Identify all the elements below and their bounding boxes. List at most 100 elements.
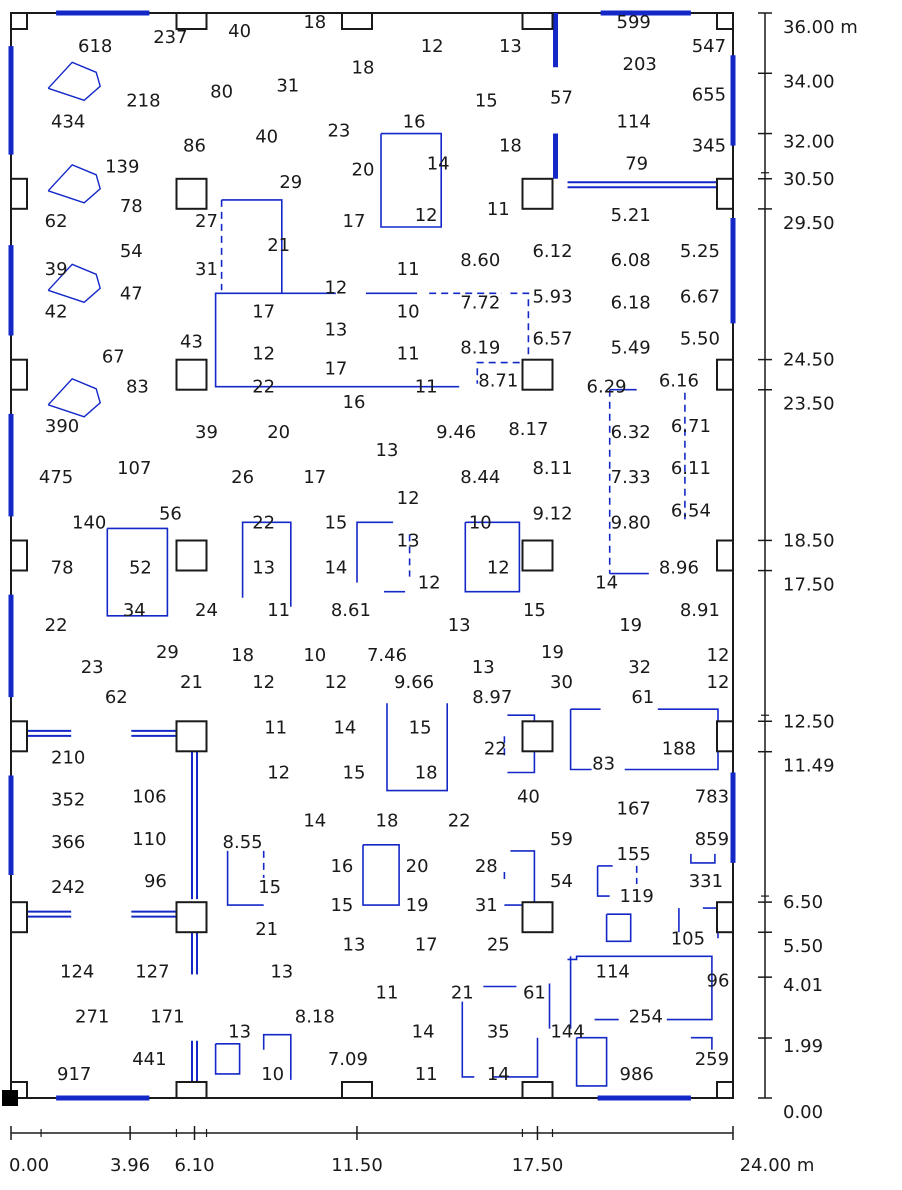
value-label: 6.16 [659, 371, 699, 392]
value-label: 61 [631, 687, 654, 708]
column-square [716, 177, 734, 210]
column-square [521, 177, 554, 210]
value-label: 11 [397, 259, 420, 280]
value-label: 917 [57, 1064, 91, 1085]
value-label: 39 [45, 259, 68, 280]
value-label: 218 [126, 90, 160, 111]
value-label: 29 [156, 642, 179, 663]
value-label: 13 [499, 36, 522, 57]
value-label: 5.21 [611, 205, 651, 226]
value-label: 27 [195, 211, 218, 232]
partition-line [380, 132, 443, 228]
value-label: 140 [72, 512, 106, 533]
value-label: 12 [707, 672, 730, 693]
partition-line [386, 703, 449, 792]
value-label: 441 [132, 1049, 166, 1070]
value-label: 106 [132, 787, 166, 808]
value-label: 16 [343, 392, 366, 413]
value-label: 242 [51, 877, 85, 898]
value-label: 366 [51, 832, 85, 853]
y-axis-dimension-line: 36.00 m34.0032.0030.5029.5024.5023.5018.… [758, 12, 858, 1123]
value-label: 6.08 [611, 250, 651, 271]
value-label: 62 [105, 687, 128, 708]
value-label: 210 [51, 747, 85, 768]
value-label: 8.11 [532, 458, 572, 479]
value-label: 40 [228, 21, 251, 42]
value-label: 8.91 [680, 600, 720, 621]
value-label: 167 [617, 799, 651, 820]
value-label: 11 [376, 983, 399, 1004]
walls-layer [8, 10, 736, 1101]
value-label: 254 [629, 1007, 663, 1028]
value-label: 237 [153, 27, 187, 48]
column-square [521, 358, 554, 391]
value-label: 18 [499, 136, 522, 157]
value-label: 14 [303, 811, 326, 832]
value-label: 5.93 [532, 286, 572, 307]
value-label: 352 [51, 790, 85, 811]
value-label: 22 [45, 615, 68, 636]
value-label: 18 [231, 645, 254, 666]
value-label: 15 [258, 877, 281, 898]
value-label: 107 [117, 458, 151, 479]
value-label: 31 [475, 895, 498, 916]
y-axis-tick-label: 32.00 [783, 132, 835, 153]
value-label: 345 [692, 136, 726, 157]
column-square [175, 720, 208, 753]
y-axis-tick-label: 4.01 [783, 975, 823, 996]
value-label: 8.19 [460, 338, 500, 359]
value-label: 21 [451, 983, 474, 1004]
y-axis-tick-label: 30.50 [783, 169, 835, 190]
loops-layer [47, 61, 101, 418]
value-label: 42 [45, 301, 68, 322]
value-label: 61 [523, 983, 546, 1004]
value-label: 114 [596, 961, 630, 982]
partition-line [262, 1033, 292, 1080]
value-label: 8.96 [659, 558, 699, 579]
column-square [341, 1081, 373, 1099]
value-label: 78 [120, 196, 143, 217]
value-label: 11 [415, 1064, 438, 1085]
partition-line [464, 521, 521, 593]
value-label: 80 [210, 81, 233, 102]
value-label: 78 [51, 558, 74, 579]
value-label: 8.60 [460, 250, 500, 271]
column-square [10, 901, 28, 934]
value-label: 96 [707, 971, 730, 992]
value-label: 127 [135, 961, 169, 982]
value-label: 22 [484, 738, 507, 759]
value-label: 26 [231, 467, 254, 488]
value-label: 31 [276, 75, 299, 96]
value-label: 17 [415, 934, 438, 955]
partition-line [461, 1001, 475, 1078]
value-label: 12 [324, 277, 347, 298]
value-label: 7.46 [367, 645, 407, 666]
value-label: 15 [343, 763, 366, 784]
value-label: 11 [487, 199, 510, 220]
value-label: 110 [132, 829, 166, 850]
partition-line [567, 955, 713, 1021]
value-label: 783 [695, 787, 729, 808]
column-square [175, 539, 208, 572]
y-axis-tick-label: 6.50 [783, 892, 823, 913]
value-label: 114 [617, 112, 651, 133]
partitions-layer [106, 132, 719, 1087]
column-square [716, 539, 734, 572]
value-label: 188 [662, 738, 696, 759]
value-label: 47 [120, 283, 143, 304]
value-label: 13 [472, 657, 495, 678]
partition-line [226, 850, 264, 906]
column-square [10, 720, 28, 753]
partition-line [596, 865, 610, 897]
value-label: 19 [406, 895, 429, 916]
loop-outline [47, 263, 101, 304]
value-label: 434 [51, 112, 85, 133]
value-label: 15 [523, 600, 546, 621]
value-label: 20 [267, 422, 290, 443]
value-label: 13 [448, 615, 471, 636]
value-label: 859 [695, 829, 729, 850]
partition-line [241, 521, 292, 607]
value-label: 17 [252, 301, 275, 322]
value-label: 6.11 [671, 458, 711, 479]
